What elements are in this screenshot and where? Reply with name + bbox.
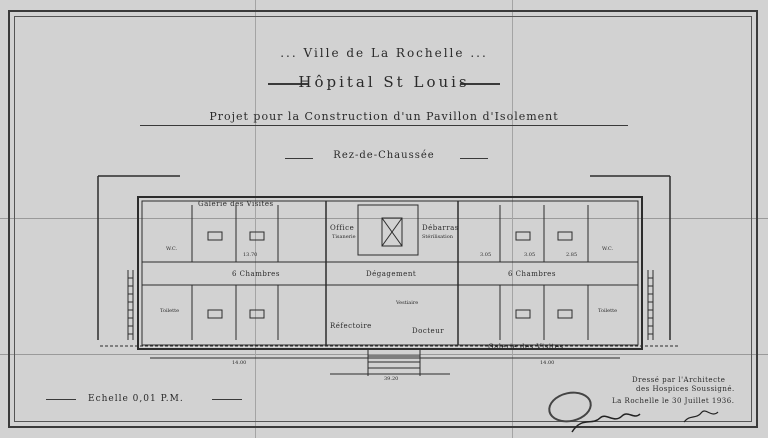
drawn-by-line1: Dressé par l'Architecte — [632, 376, 726, 384]
wc-right-label: W.C. — [602, 246, 614, 252]
scale-rule — [46, 399, 76, 400]
gallery-bottom-label: Galerie des Visites — [488, 343, 564, 351]
degagement-label: Dégagement — [366, 270, 417, 278]
outer-frame — [8, 10, 758, 428]
floor-rule — [285, 158, 313, 159]
hospital-title: Hôpital St Louis — [298, 73, 470, 91]
dimension-label: 14.00 — [540, 360, 555, 366]
fold-line — [0, 354, 768, 355]
office-label: Office — [330, 224, 355, 232]
city-title: ... Ville de La Rochelle ... — [280, 46, 488, 60]
docteur-label: Docteur — [412, 327, 445, 335]
dimension-label: 13.70 — [243, 252, 258, 258]
dimension-label: 3.05 — [524, 252, 536, 258]
rooms-left-label: 6 Chambres — [232, 270, 280, 278]
dimension-label: 14.00 — [232, 360, 247, 366]
dimension-label: 3.05 — [480, 252, 492, 258]
inner-frame — [14, 16, 752, 422]
debarras-sub-label: Stérilisation — [422, 234, 453, 240]
title-rule — [268, 83, 308, 85]
date-line: La Rochelle le 30 Juillet 1936. — [612, 397, 735, 405]
wc-left-label: W.C. — [166, 246, 178, 252]
dimension-label: 2.85 — [566, 252, 578, 258]
office-sub-label: Tisanerie — [332, 234, 356, 240]
project-title: Projet pour la Construction d'un Pavillo… — [209, 110, 559, 123]
toilette-left-label: Toilette — [160, 308, 180, 314]
fold-line — [512, 0, 513, 438]
refectoire-label: Réfectoire — [330, 322, 372, 330]
dimension-label: 39.20 — [384, 376, 399, 382]
vestiaire-label: Vestiaire — [396, 300, 419, 306]
rooms-right-label: 6 Chambres — [508, 270, 556, 278]
debarras-label: Débarras — [422, 224, 459, 232]
drawn-by-line2: des Hospices Soussigné. — [636, 385, 735, 393]
floor-title: Rez-de-Chaussée — [333, 150, 435, 161]
toilette-right-label: Toilette — [598, 308, 618, 314]
scale-rule — [212, 399, 242, 400]
fold-line — [255, 0, 256, 438]
gallery-top-label: Galerie des Visites — [198, 200, 274, 208]
scale-label: Echelle 0,01 P.M. — [88, 394, 184, 404]
project-rule — [140, 125, 628, 126]
floor-rule — [460, 158, 488, 159]
title-rule — [460, 83, 500, 85]
